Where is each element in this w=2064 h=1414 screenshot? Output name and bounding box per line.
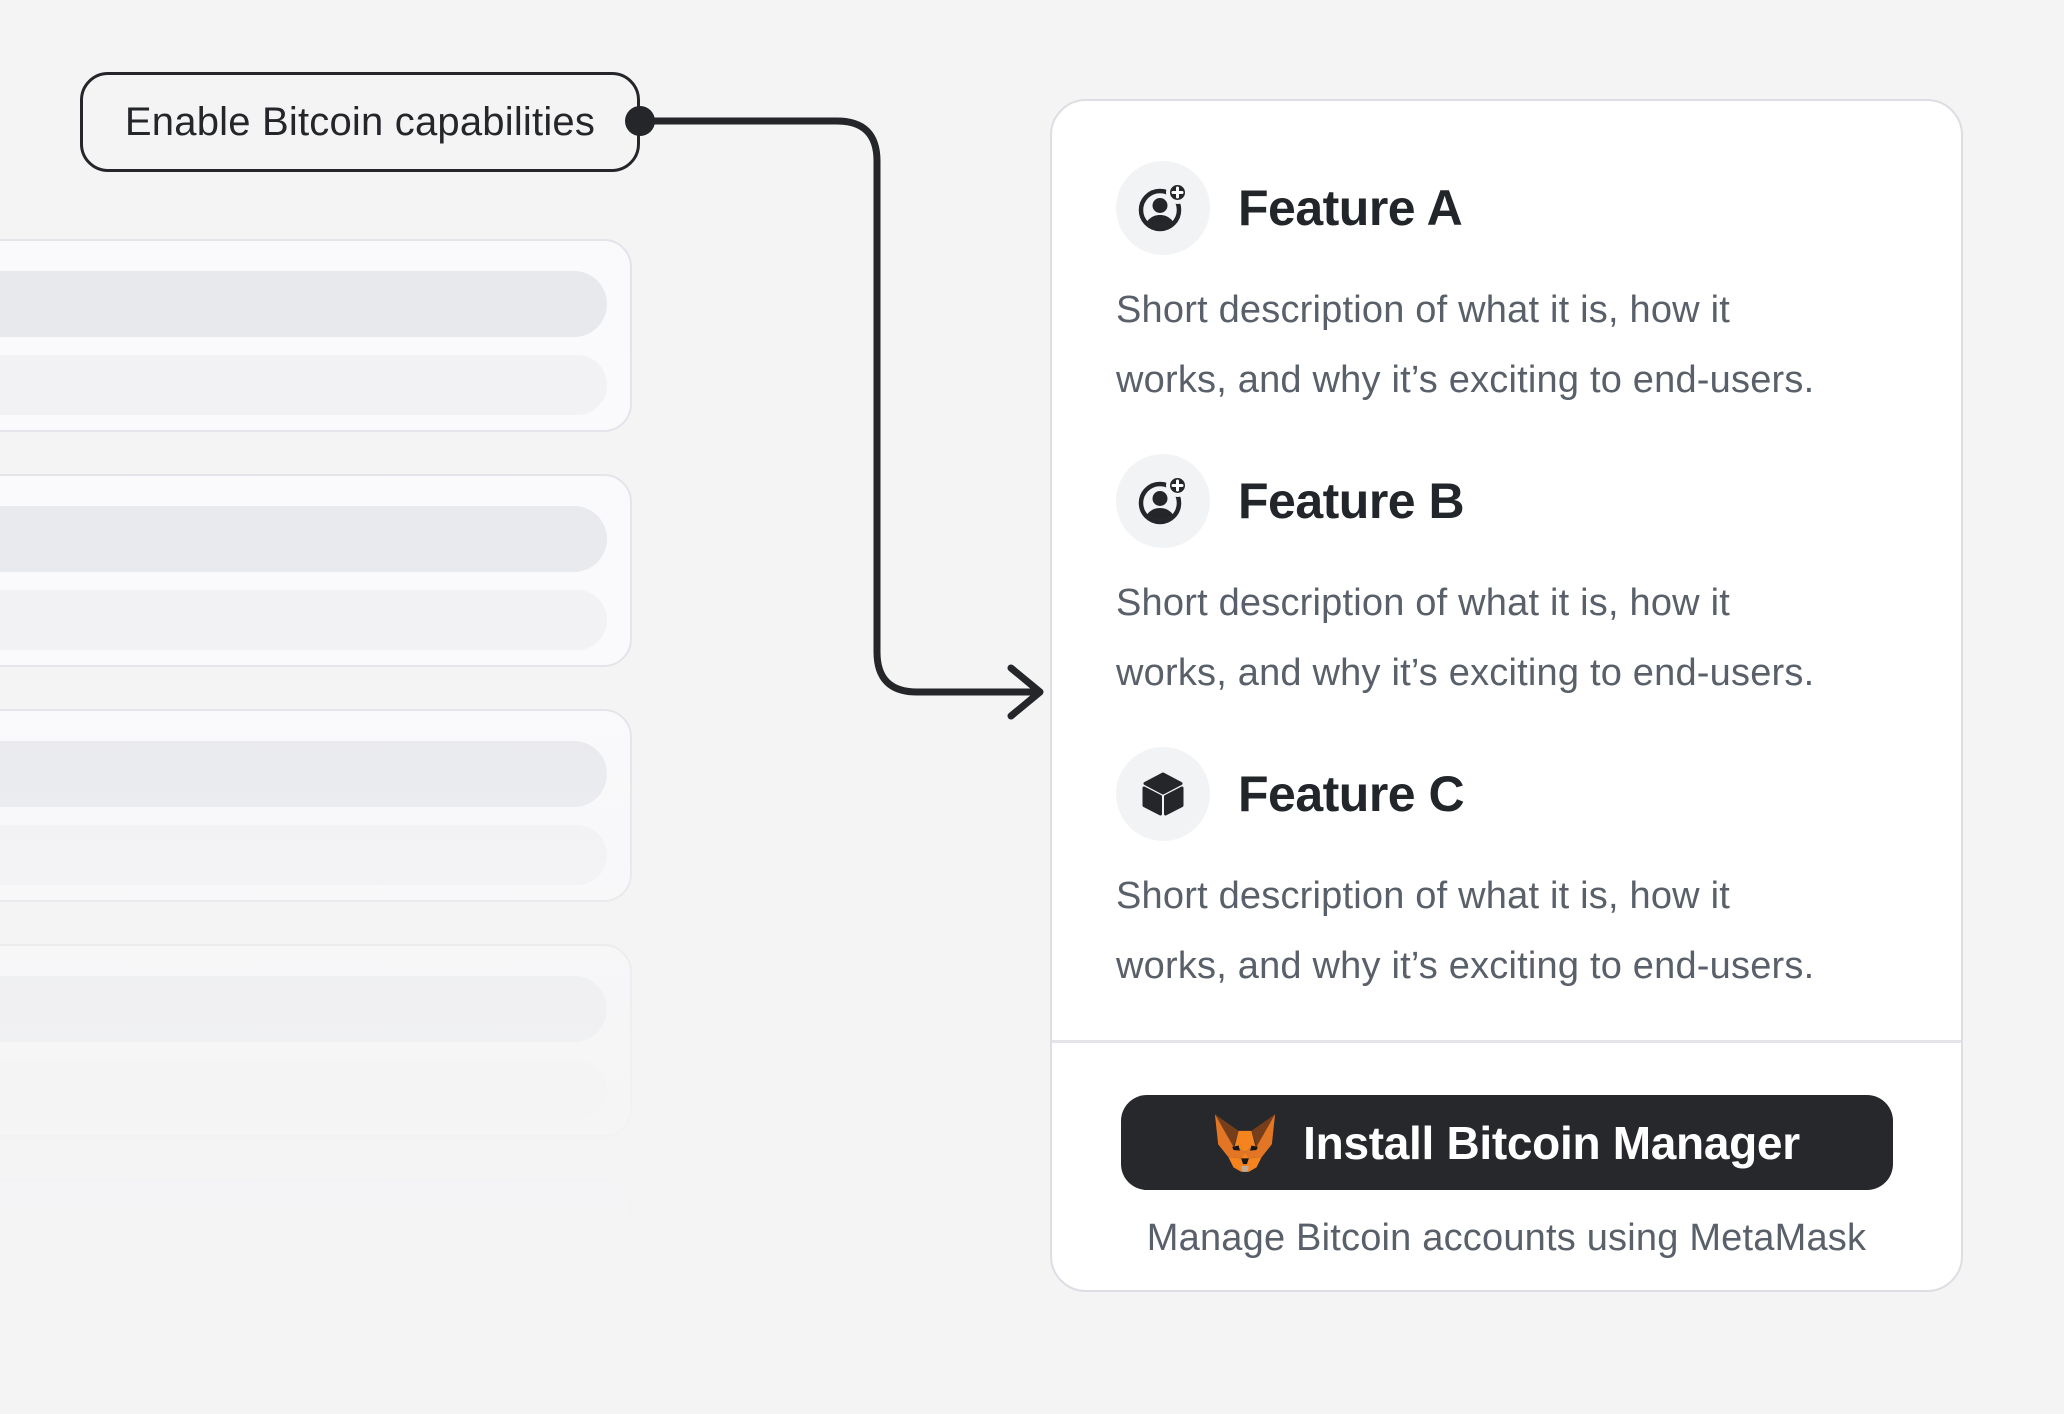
skeleton-bar	[0, 506, 607, 572]
card-footer: Install Bitcoin Manager Manage Bitcoin a…	[1052, 1043, 1961, 1262]
skeleton-bar	[0, 741, 607, 807]
skeleton-card	[0, 944, 632, 1137]
metamask-fox-icon	[1215, 1113, 1276, 1172]
feature-title: Feature C	[1238, 766, 1465, 822]
callout-label: Enable Bitcoin capabilities	[80, 72, 640, 172]
feature-title: Feature A	[1238, 180, 1463, 236]
install-button-label: Install Bitcoin Manager	[1303, 1116, 1800, 1169]
user-add-icon	[1116, 161, 1210, 255]
skeleton-bar	[0, 825, 607, 885]
skeleton-bar	[0, 1295, 607, 1355]
skeleton-card	[0, 1179, 632, 1372]
feature-row: Feature A	[1116, 161, 1901, 255]
elbow-arrow-icon	[625, 106, 1044, 720]
connector-dot	[625, 106, 655, 136]
feature-description: Short description of what it is, how it …	[1116, 875, 1815, 987]
skeleton-bar	[0, 271, 607, 337]
skeleton-bar	[0, 1211, 607, 1277]
user-add-icon	[1116, 454, 1210, 548]
button-caption: Manage Bitcoin accounts using MetaMask	[1146, 1217, 1867, 1259]
skeleton-bar	[0, 976, 607, 1042]
skeleton-card	[0, 239, 632, 432]
callout-label-text: Enable Bitcoin capabilities	[124, 99, 596, 144]
feature-row: Feature B	[1116, 454, 1901, 548]
feature-list: Feature A Short description of what it i…	[1052, 101, 1961, 1040]
skeleton-bar	[0, 590, 607, 650]
feature-title: Feature B	[1238, 473, 1465, 529]
feature-row: Feature C	[1116, 747, 1901, 841]
skeleton-list	[0, 239, 632, 1414]
cube-icon	[1116, 747, 1210, 841]
install-bitcoin-manager-button[interactable]: Install Bitcoin Manager	[1120, 1095, 1893, 1190]
feature-description: Short description of what it is, how it …	[1116, 289, 1815, 401]
skeleton-card	[0, 709, 632, 902]
feature-description: Short description of what it is, how it …	[1116, 582, 1815, 694]
skeleton-bar	[0, 1060, 607, 1120]
skeleton-card	[0, 474, 632, 667]
skeleton-bar	[0, 355, 607, 415]
card-divider	[1052, 1040, 1961, 1043]
feature-card: Feature A Short description of what it i…	[1050, 99, 1963, 1292]
